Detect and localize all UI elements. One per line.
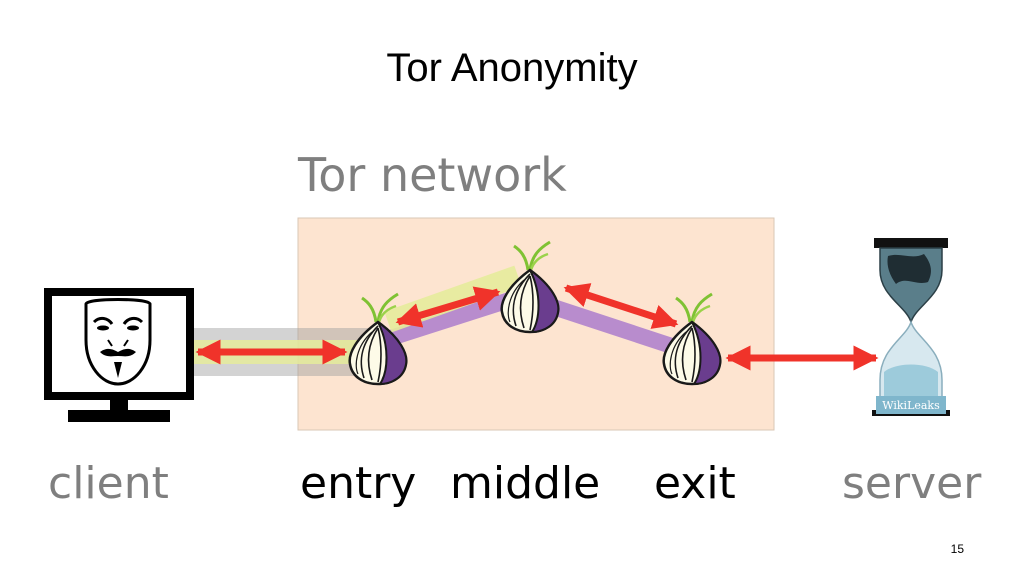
client-label: client — [48, 458, 169, 509]
server-label: server — [842, 458, 982, 509]
middle-exit-arrow — [563, 283, 679, 329]
wikileaks-hourglass-icon: WikiLeaks — [872, 238, 950, 416]
wikileaks-logo-text: WikiLeaks — [882, 399, 940, 412]
slide-title: Tor Anonymity — [386, 46, 638, 90]
traffic-arrows — [195, 283, 879, 371]
page-number: 15 — [950, 542, 964, 556]
middle-label: middle — [450, 458, 601, 509]
entry-middle-arrow — [395, 286, 501, 328]
anonymous-mask-monitor-icon — [44, 288, 194, 422]
tor-network-title: Tor network — [298, 148, 567, 202]
entry-label: entry — [300, 458, 417, 509]
exit-label: exit — [654, 458, 736, 509]
